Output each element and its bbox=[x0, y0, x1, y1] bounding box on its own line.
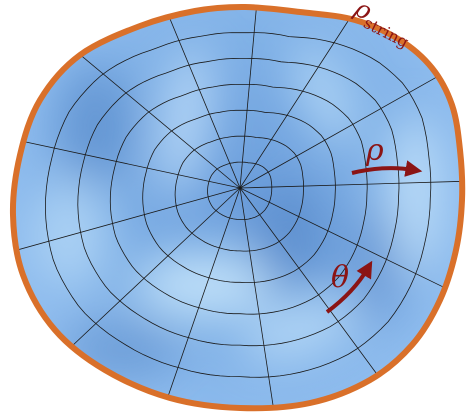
membrane-shading bbox=[30, 44, 445, 380]
radial-grid-line bbox=[239, 71, 447, 189]
concentric-grid-ring bbox=[77, 58, 400, 347]
radial-grid-line bbox=[64, 187, 241, 354]
radial-grid-line bbox=[72, 48, 241, 189]
highlight-band bbox=[135, 251, 275, 319]
radial-grid-line bbox=[239, 180, 463, 189]
radial-grid-line bbox=[239, 6, 258, 189]
concentric-grid-ring bbox=[174, 135, 304, 252]
angular-arrow bbox=[325, 260, 373, 314]
radial-grid-line bbox=[164, 6, 241, 189]
radial-arrow bbox=[351, 160, 423, 177]
radial-grid-line bbox=[239, 187, 455, 293]
polar-grid bbox=[12, 6, 463, 409]
membrane bbox=[9, 3, 466, 412]
radial-label: ρ bbox=[365, 133, 384, 168]
concentric-grid-ring bbox=[44, 32, 432, 378]
radial-grid-line bbox=[239, 187, 384, 384]
shadow-band bbox=[57, 65, 133, 185]
concentric-grid-ring bbox=[207, 161, 273, 220]
radial-grid-line bbox=[164, 187, 241, 408]
string-boundary bbox=[9, 3, 466, 412]
radial-grid-line bbox=[239, 9, 356, 189]
concentric-grid-ring bbox=[142, 109, 336, 283]
concentric-grid-ring bbox=[109, 84, 368, 315]
highlight-band bbox=[242, 299, 358, 361]
radial-grid-line bbox=[239, 187, 276, 409]
angular-arrow-icon bbox=[325, 260, 373, 314]
highlight-band bbox=[294, 44, 356, 146]
highlight-band bbox=[160, 45, 210, 195]
shadow-band bbox=[345, 205, 405, 325]
radial-arrow-icon bbox=[351, 160, 423, 177]
shadow-band bbox=[250, 180, 330, 290]
radial-grid-line bbox=[12, 187, 241, 254]
angular-label: θ bbox=[331, 260, 349, 295]
radial-grid-line bbox=[13, 139, 241, 189]
